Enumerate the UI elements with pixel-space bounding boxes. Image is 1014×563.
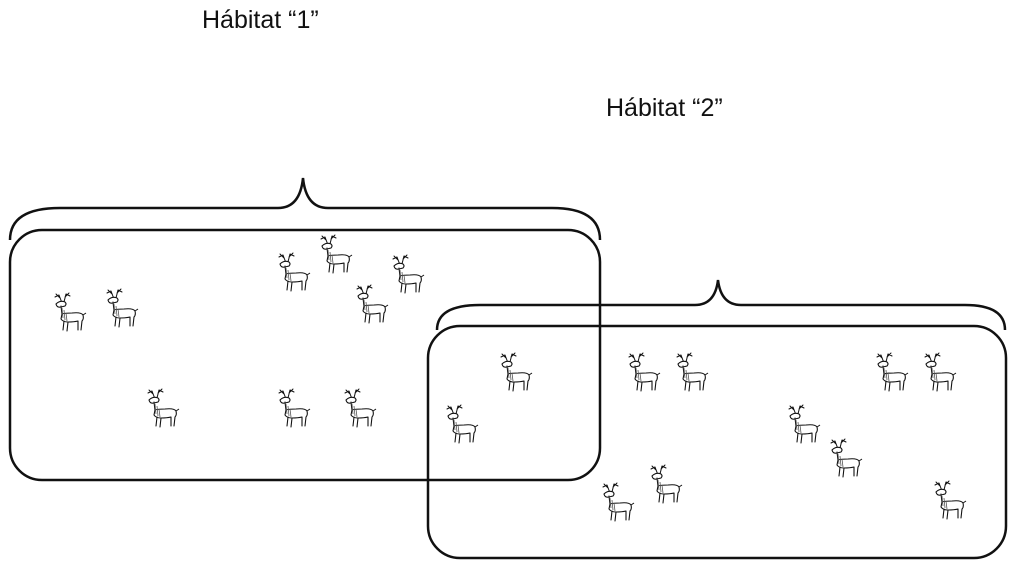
deer-icon xyxy=(147,388,180,428)
deer-icon xyxy=(54,292,87,332)
deer-icon xyxy=(650,464,683,504)
deer-icon xyxy=(392,254,425,294)
deer-icon xyxy=(934,480,967,520)
deer-icon xyxy=(830,438,863,478)
habitat-1-label: Hábitat “1” xyxy=(202,6,319,34)
deer-icon xyxy=(320,234,353,274)
deer-icon xyxy=(356,284,389,324)
habitat-2-label: Hábitat “2” xyxy=(606,94,723,122)
habitat-2-brace xyxy=(435,279,1007,331)
deer-icon xyxy=(924,352,957,392)
habitat-2-box xyxy=(426,324,1008,560)
deer-icon xyxy=(788,404,821,444)
deer-icon xyxy=(446,404,479,444)
deer-icon xyxy=(278,252,311,292)
habitat-1-brace xyxy=(8,177,602,241)
deer-icon xyxy=(344,388,377,428)
deer-icon xyxy=(876,352,909,392)
habitat-1-box xyxy=(8,228,602,482)
deer-icon xyxy=(500,352,533,392)
deer-icon xyxy=(676,352,709,392)
deer-icon xyxy=(106,288,139,328)
deer-icon xyxy=(278,388,311,428)
deer-icon xyxy=(602,482,635,522)
deer-icon xyxy=(628,352,661,392)
